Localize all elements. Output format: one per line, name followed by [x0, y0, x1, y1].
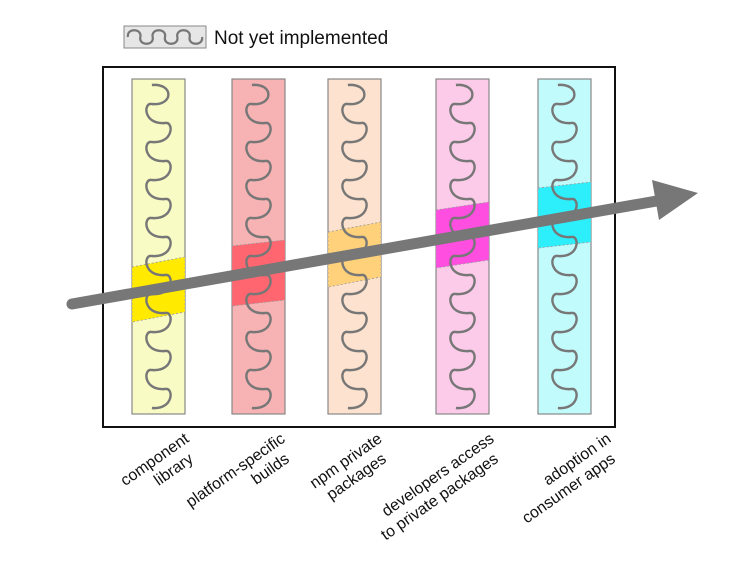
column-5 — [537, 78, 592, 415]
column-1-tube — [131, 78, 186, 415]
column-4-coil-icon — [449, 83, 476, 410]
column-3 — [327, 78, 382, 415]
column-5-label: adoption inconsumer apps — [508, 430, 625, 527]
column-1 — [131, 78, 186, 415]
column-2-label: platform-specificbuilds — [183, 430, 299, 526]
column-5-coil-icon — [551, 83, 578, 410]
column-3-label: npm privatepackages — [307, 430, 396, 507]
columns — [131, 78, 592, 415]
column-2-coil-icon — [245, 83, 272, 410]
progress-arrow-head — [652, 180, 698, 220]
legend-coil-icon — [126, 29, 204, 45]
progress-arrow — [66, 180, 698, 310]
progress-arrow-shaft — [66, 193, 674, 310]
diagram-frame — [102, 66, 616, 428]
column-4-label: developers accessto private packages — [367, 430, 508, 544]
legend: Not yet implemented — [123, 25, 388, 49]
column-4 — [435, 78, 490, 415]
legend-label: Not yet implemented — [214, 28, 388, 49]
column-3-coil-icon — [341, 83, 368, 410]
column-1-coil-icon — [145, 83, 172, 410]
column-2 — [231, 78, 286, 415]
